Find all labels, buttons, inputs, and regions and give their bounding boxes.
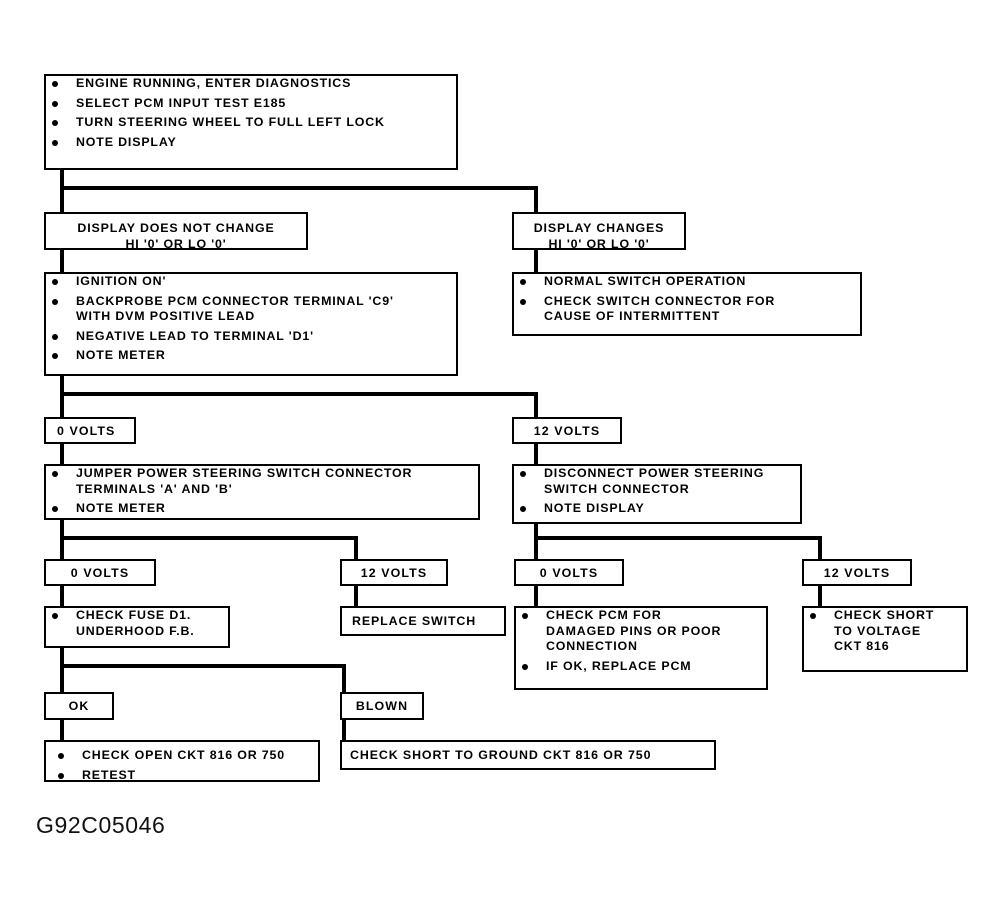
check-short-to-voltage-box: CHECK SHORT TO VOLTAGE CKT 816 bbox=[802, 606, 968, 672]
check-short-voltage-bullet-1: CHECK SHORT TO VOLTAGE CKT 816 bbox=[804, 608, 966, 655]
replace-switch-label: REPLACE SWITCH bbox=[352, 614, 477, 628]
start-bullet-4: NOTE DISPLAY bbox=[46, 135, 456, 151]
display-changes-label: DISPLAY CHANGES HI '0' OR LO '0' bbox=[533, 221, 665, 251]
connector-split-bus-1 bbox=[60, 186, 538, 190]
normal-switch-bullet-2: CHECK SWITCH CONNECTOR FOR CAUSE OF INTE… bbox=[514, 294, 860, 325]
connector-to-display-changes bbox=[534, 186, 538, 212]
connector-split-bus-4 bbox=[534, 536, 822, 540]
connector-to-fuse-ok bbox=[60, 664, 64, 692]
check-open-bullet-list: CHECK OPEN CKT 816 OR 750 RETEST bbox=[46, 742, 318, 789]
connector-0vb-to-check-pcm bbox=[534, 586, 538, 606]
check-open-bullet-2: RETEST bbox=[52, 768, 310, 784]
check-short-voltage-bullet-list: CHECK SHORT TO VOLTAGE CKT 816 bbox=[804, 608, 966, 655]
connector-to-0-volts-b bbox=[534, 536, 538, 559]
connector-disconnect-stem bbox=[534, 524, 538, 538]
connector-split-bus-3 bbox=[60, 536, 358, 540]
normal-switch-operation-box: NORMAL SWITCH OPERATION CHECK SWITCH CON… bbox=[512, 272, 862, 336]
branch-0-volts-jumper-label: 0 VOLTS bbox=[70, 565, 130, 580]
check-fuse-bullet-list: CHECK FUSE D1. UNDERHOOD F.B. bbox=[46, 608, 228, 639]
branch-12-volts-jumper-box: 12 VOLTS bbox=[340, 559, 448, 586]
start-bullet-2: SELECT PCM INPUT TEST E185 bbox=[46, 96, 456, 112]
check-short-to-ground-box: CHECK SHORT TO GROUND CKT 816 OR 750 bbox=[340, 740, 716, 770]
jumper-bullet-1: JUMPER POWER STEERING SWITCH CONNECTOR T… bbox=[46, 466, 478, 497]
check-fuse-bullet-1: CHECK FUSE D1. UNDERHOOD F.B. bbox=[46, 608, 228, 639]
branch-12-volts-jumper-label: 12 VOLTS bbox=[360, 565, 428, 580]
branch-12-volts-level-2-box: 12 VOLTS bbox=[512, 417, 622, 444]
connector-12v-to-disconnect bbox=[534, 444, 538, 464]
ignition-backprobe-box: IGNITION ON' BACKPROBE PCM CONNECTOR TER… bbox=[44, 272, 458, 376]
display-changes-box: DISPLAY CHANGES HI '0' OR LO '0' bbox=[512, 212, 686, 251]
connector-fuse-stem bbox=[60, 648, 64, 666]
disconnect-bullet-1: DISCONNECT POWER STEERING SWITCH CONNECT… bbox=[514, 466, 800, 497]
disconnect-bullet-list: DISCONNECT POWER STEERING SWITCH CONNECT… bbox=[514, 466, 800, 517]
check-short-to-ground-label: CHECK SHORT TO GROUND CKT 816 OR 750 bbox=[350, 748, 652, 762]
start-bullet-3: TURN STEERING WHEEL TO FULL LEFT LOCK bbox=[46, 115, 456, 131]
branch-0-volts-level-2-label: 0 VOLTS bbox=[57, 423, 116, 438]
ignition-bullet-3: NEGATIVE LEAD TO TERMINAL 'D1' bbox=[46, 329, 456, 345]
start-procedure-box: ENGINE RUNNING, ENTER DIAGNOSTICS SELECT… bbox=[44, 74, 458, 170]
connector-start-stem bbox=[60, 168, 64, 190]
connector-12vb-to-check-short-voltage bbox=[818, 586, 822, 606]
branch-12-volts-disconnect-label: 12 VOLTS bbox=[823, 565, 891, 580]
branch-0-volts-disconnect-label: 0 VOLTS bbox=[539, 565, 599, 580]
connector-12va-to-replace-switch bbox=[354, 586, 358, 606]
connector-to-display-no-change bbox=[60, 186, 64, 212]
check-open-bullet-1: CHECK OPEN CKT 816 OR 750 bbox=[52, 748, 310, 764]
connector-to-12-volts-lvl2 bbox=[534, 392, 538, 417]
disconnect-bullet-2: NOTE DISPLAY bbox=[514, 501, 800, 517]
connector-to-0-volts-a bbox=[60, 536, 64, 559]
ignition-bullet-list: IGNITION ON' BACKPROBE PCM CONNECTOR TER… bbox=[46, 274, 456, 364]
fuse-blown-box: BLOWN bbox=[340, 692, 424, 720]
fuse-ok-label: OK bbox=[68, 699, 90, 713]
fuse-ok-box: OK bbox=[44, 692, 114, 720]
connector-ok-to-check-open bbox=[60, 720, 64, 740]
check-pcm-bullet-2: IF OK, REPLACE PCM bbox=[516, 659, 766, 675]
normal-switch-bullet-list: NORMAL SWITCH OPERATION CHECK SWITCH CON… bbox=[514, 274, 860, 325]
jumper-bullet-2: NOTE METER bbox=[46, 501, 478, 517]
connector-to-12-volts-b bbox=[818, 536, 822, 559]
figure-id-label: G92C05046 bbox=[36, 812, 166, 838]
connector-split-bus-5 bbox=[60, 664, 346, 668]
branch-0-volts-level-2-box: 0 VOLTS bbox=[44, 417, 136, 444]
normal-switch-bullet-1: NORMAL SWITCH OPERATION bbox=[514, 274, 860, 290]
connector-0v-to-jumper bbox=[60, 444, 64, 464]
branch-12-volts-level-2-label: 12 VOLTS bbox=[533, 423, 601, 438]
ignition-bullet-2: BACKPROBE PCM CONNECTOR TERMINAL 'C9' WI… bbox=[46, 294, 456, 325]
jumper-power-steering-switch-box: JUMPER POWER STEERING SWITCH CONNECTOR T… bbox=[44, 464, 480, 520]
connector-split-bus-2 bbox=[60, 392, 538, 396]
connector-jumper-stem bbox=[60, 520, 64, 538]
connector-blown-to-check-short bbox=[342, 720, 346, 740]
check-fuse-d1-box: CHECK FUSE D1. UNDERHOOD F.B. bbox=[44, 606, 230, 648]
ignition-bullet-1: IGNITION ON' bbox=[46, 274, 456, 290]
branch-12-volts-disconnect-box: 12 VOLTS bbox=[802, 559, 912, 586]
connector-to-0-volts-lvl2 bbox=[60, 392, 64, 417]
connector-ignition-stem bbox=[60, 374, 64, 396]
check-pcm-bullet-list: CHECK PCM FOR DAMAGED PINS OR POOR CONNE… bbox=[516, 608, 766, 674]
start-bullet-list: ENGINE RUNNING, ENTER DIAGNOSTICS SELECT… bbox=[46, 76, 456, 150]
check-pcm-box: CHECK PCM FOR DAMAGED PINS OR POOR CONNE… bbox=[514, 606, 768, 690]
connector-no-change-to-ignition bbox=[60, 248, 64, 272]
check-open-ckt-box: CHECK OPEN CKT 816 OR 750 RETEST bbox=[44, 740, 320, 782]
fuse-blown-label: BLOWN bbox=[355, 699, 409, 713]
connector-to-12-volts-a bbox=[354, 536, 358, 559]
branch-0-volts-disconnect-box: 0 VOLTS bbox=[514, 559, 624, 586]
jumper-bullet-list: JUMPER POWER STEERING SWITCH CONNECTOR T… bbox=[46, 466, 478, 517]
disconnect-power-steering-switch-box: DISCONNECT POWER STEERING SWITCH CONNECT… bbox=[512, 464, 802, 524]
branch-0-volts-jumper-box: 0 VOLTS bbox=[44, 559, 156, 586]
start-bullet-1: ENGINE RUNNING, ENTER DIAGNOSTICS bbox=[46, 76, 456, 92]
display-does-not-change-label: DISPLAY DOES NOT CHANGE HI '0' OR LO '0' bbox=[77, 221, 275, 251]
check-pcm-bullet-1: CHECK PCM FOR DAMAGED PINS OR POOR CONNE… bbox=[516, 608, 766, 655]
replace-switch-box: REPLACE SWITCH bbox=[340, 606, 506, 636]
ignition-bullet-4: NOTE METER bbox=[46, 348, 456, 364]
connector-to-fuse-blown bbox=[342, 664, 346, 692]
display-does-not-change-box: DISPLAY DOES NOT CHANGE HI '0' OR LO '0' bbox=[44, 212, 308, 251]
connector-changes-to-normal bbox=[534, 248, 538, 272]
connector-0va-to-check-fuse bbox=[60, 586, 64, 606]
